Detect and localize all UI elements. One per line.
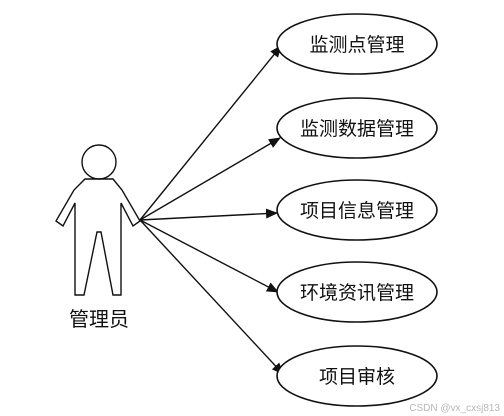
actor-body (55, 178, 141, 296)
actor-figure (55, 144, 141, 296)
association-arrow (139, 208, 278, 221)
actor-head (81, 144, 117, 180)
use-case-3: 项目信息管理 (276, 179, 438, 241)
use-case-ellipse (276, 345, 438, 407)
use-case-2: 监测数据管理 (276, 97, 438, 159)
use-case-4: 环境资讯管理 (276, 261, 438, 323)
association-arrow (139, 219, 279, 293)
association-arrow (139, 137, 281, 221)
actor-label: 管理员 (69, 307, 129, 331)
use-case-label: 监测点管理 (309, 34, 404, 56)
use-case-label: 环境资讯管理 (300, 282, 414, 304)
use-case-label: 项目审核 (319, 366, 395, 388)
associations (139, 45, 284, 375)
association-arrow (139, 219, 284, 375)
use-case-label: 项目信息管理 (300, 200, 414, 222)
use-case-ellipse (276, 97, 438, 159)
use-case-ellipse (276, 13, 438, 75)
association-arrow (139, 45, 282, 221)
use-case-ellipse (276, 261, 438, 323)
use-case-label: 监测数据管理 (300, 118, 414, 140)
use-case-ellipse (276, 179, 438, 241)
use-case-5: 项目审核 (276, 345, 438, 407)
watermark: CSDN @vx_cxsj813 (409, 403, 500, 414)
use-case-1: 监测点管理 (276, 13, 438, 75)
